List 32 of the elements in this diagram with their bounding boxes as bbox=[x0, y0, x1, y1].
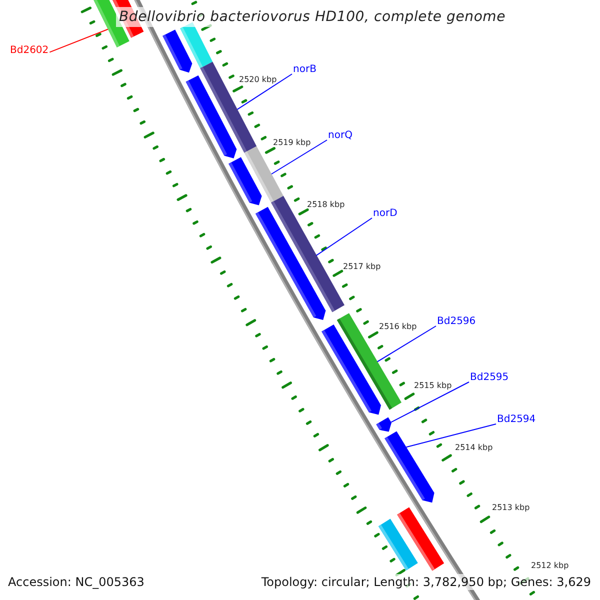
gene-label: Bd2596 bbox=[437, 316, 476, 328]
leader-line bbox=[236, 74, 292, 110]
scale-label: 2517 kbp bbox=[343, 262, 381, 272]
gene-bar bbox=[244, 146, 284, 203]
scale-label: 2512 kbp bbox=[531, 561, 569, 571]
leader-line bbox=[390, 382, 470, 423]
leader-line bbox=[406, 424, 496, 448]
gene-bar bbox=[384, 431, 434, 503]
gene-label: Bd2595 bbox=[470, 372, 509, 384]
scale-label: 2519 kbp bbox=[273, 138, 311, 148]
genome-info-text: Topology: circular; Length: 3,782,950 bp; Genes: 3,629 bbox=[261, 574, 591, 590]
accession-text: Accession: NC_005363 bbox=[8, 574, 144, 590]
leader-line bbox=[316, 218, 372, 256]
scale-label: 2516 kbp bbox=[379, 322, 417, 332]
gene-bar bbox=[200, 62, 257, 153]
gene-label: Bd2602 bbox=[10, 45, 49, 57]
gene-label: norD bbox=[373, 208, 398, 220]
gene-label: norQ bbox=[328, 130, 352, 142]
gene-bar bbox=[271, 196, 344, 312]
gene-label: norB bbox=[293, 64, 316, 76]
scale-label: 2514 kbp bbox=[455, 443, 493, 453]
gene-label: Bd2594 bbox=[497, 414, 536, 426]
scale-label: 2513 kbp bbox=[492, 503, 530, 513]
gene-bar bbox=[376, 417, 392, 432]
scale-label: 2518 kbp bbox=[307, 200, 345, 210]
gene-bar bbox=[336, 313, 402, 410]
gene-bar bbox=[397, 507, 444, 571]
leader-line bbox=[376, 326, 436, 362]
scale-label: 2515 kbp bbox=[414, 381, 452, 391]
leader-line bbox=[271, 140, 328, 174]
leader-line bbox=[49, 28, 108, 53]
scale-label: 2520 kbp bbox=[239, 75, 277, 85]
